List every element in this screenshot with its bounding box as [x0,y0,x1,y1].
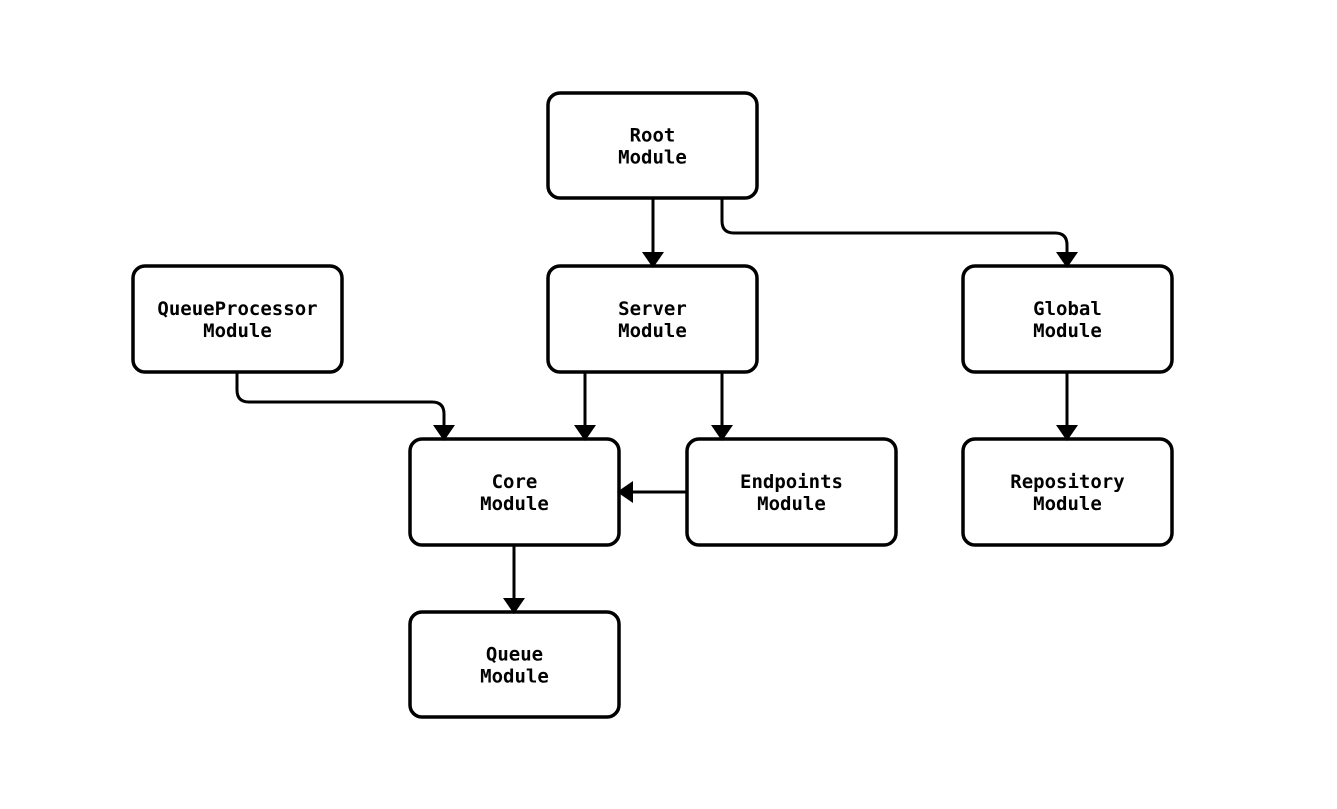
edge-queueprocessor-module-to-core-module [235,372,455,441]
edges-layer [235,198,1078,614]
edge-root-module-to-global-module [720,198,1078,268]
